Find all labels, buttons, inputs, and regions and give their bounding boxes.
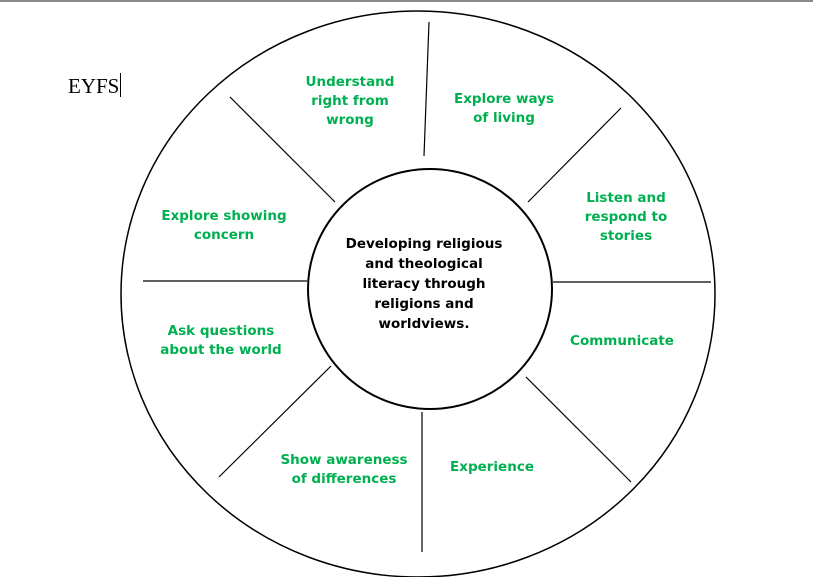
center-label: Developing religious and theological lit… bbox=[345, 236, 503, 332]
inner-circle bbox=[307, 168, 553, 410]
segment-communicate: Communicate bbox=[570, 333, 674, 349]
divider-lines bbox=[143, 21, 711, 552]
segment-explore-ways-of-living: Explore ways of living bbox=[453, 91, 554, 126]
segment-listen-and-respond: Listen and respond to stories bbox=[584, 190, 668, 244]
divider-line bbox=[525, 376, 632, 483]
segment-show-awareness-of-differences: Show awareness of differences bbox=[280, 452, 408, 487]
document-heading[interactable]: EYFS bbox=[68, 73, 122, 98]
segment-experience: Experience bbox=[450, 459, 534, 475]
divider-line bbox=[218, 365, 332, 478]
divider-line bbox=[423, 21, 430, 157]
outer-circle bbox=[120, 10, 716, 577]
segment-explore-showing-concern: Explore showing concern bbox=[161, 208, 287, 243]
segment-understand-right-from-wrong: Understand right from wrong bbox=[305, 74, 395, 128]
text-cursor bbox=[120, 73, 122, 97]
divider-line bbox=[229, 96, 336, 203]
top-border bbox=[0, 0, 813, 2]
divider-line bbox=[527, 107, 622, 203]
segment-ask-questions: Ask questions about the world bbox=[160, 323, 282, 358]
